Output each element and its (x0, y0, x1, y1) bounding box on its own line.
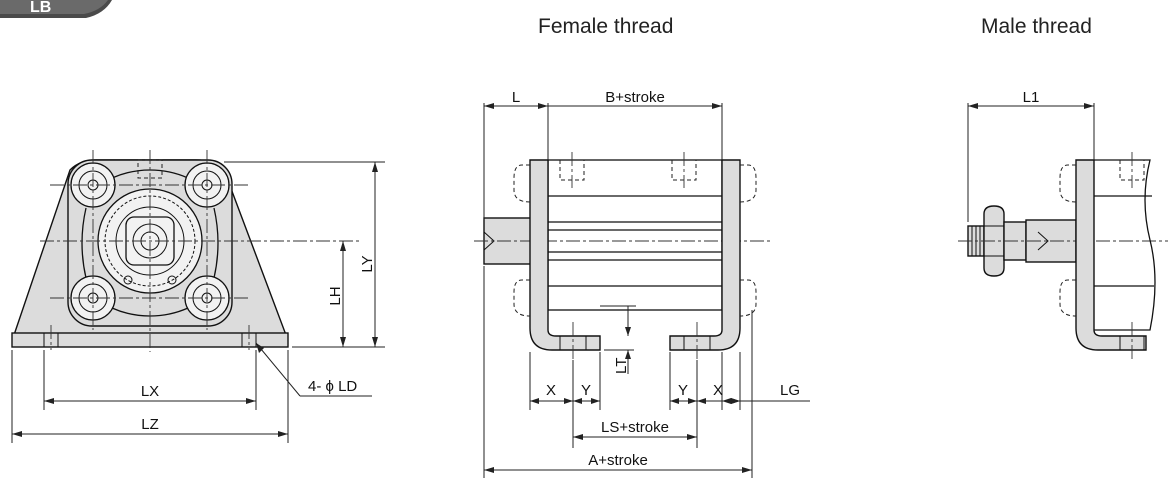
female-right-foot (669, 159, 741, 351)
dim-l1: L1 (1023, 89, 1040, 106)
dim-lt: LT (613, 358, 630, 374)
dim-lg: LG (780, 382, 800, 399)
female-left-foot (529, 159, 601, 351)
dim-lz: LZ (141, 416, 159, 433)
dim-ld: 4- ϕ LD (308, 378, 357, 395)
dim-ls: LS+stroke (601, 419, 669, 436)
front-view (11, 150, 360, 352)
female-thread-view (474, 152, 770, 360)
male-end-foot (1075, 159, 1147, 351)
dim-x-left: X (546, 382, 556, 399)
dim-b: B+stroke (605, 89, 665, 106)
male-dimensions: L1 (967, 89, 1095, 222)
logo-text: LB (30, 0, 51, 16)
dim-y-right: Y (678, 382, 688, 399)
dim-x-right: X (713, 382, 723, 399)
dim-a: A+stroke (588, 452, 648, 469)
female-dimensions: L B+stroke LT X Y Y X LG LS+strok (483, 89, 810, 478)
female-thread-title: Female thread (538, 15, 673, 38)
male-thread-title: Male thread (981, 15, 1092, 38)
front-dimensions: LY LH LX LZ 4- ϕ LD (11, 161, 385, 443)
dim-l: L (512, 89, 520, 106)
dim-ly: LY (359, 255, 376, 272)
dim-lh: LH (327, 286, 344, 305)
male-thread-view (958, 152, 1168, 360)
dim-y-left: Y (581, 382, 591, 399)
logo-badge: LB (0, 0, 112, 18)
dim-lx: LX (141, 383, 159, 400)
